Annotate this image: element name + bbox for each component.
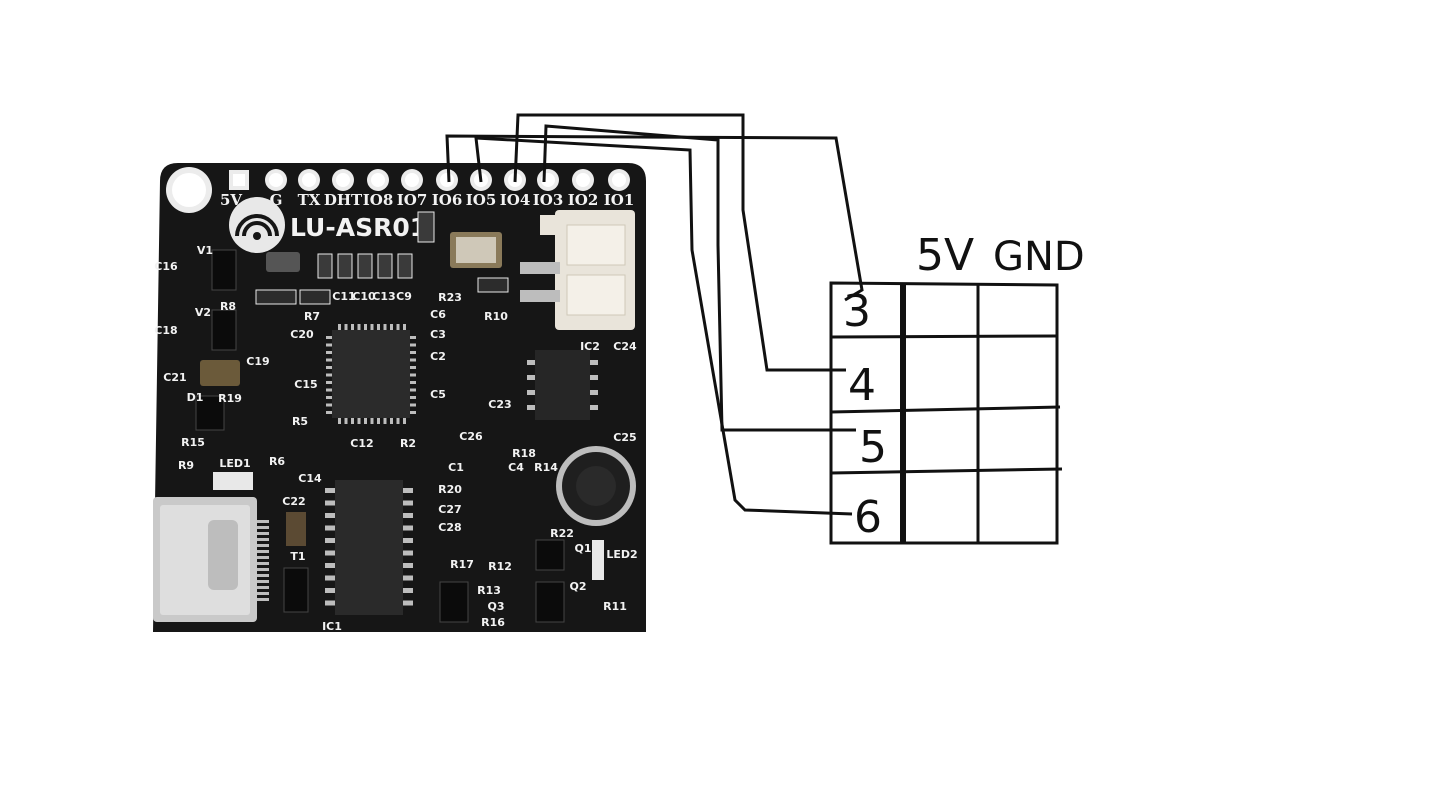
component-label: R23 — [438, 291, 462, 304]
component-label: C6 — [430, 308, 446, 321]
wires — [445, 113, 864, 516]
vcc-label: 5V — [916, 230, 974, 281]
component-label: C28 — [438, 521, 461, 534]
component-label: C22 — [282, 495, 305, 508]
component-label: C26 — [459, 430, 483, 443]
component-label: R17 — [450, 558, 474, 571]
ic1-chip — [325, 480, 413, 615]
header-pads — [229, 169, 630, 191]
component-label: C14 — [298, 472, 322, 485]
component-label: D1 — [187, 391, 204, 404]
component-label: V1 — [197, 244, 213, 257]
component-label: R10 — [484, 310, 508, 323]
component-label: IC1 — [322, 620, 342, 633]
misc-components — [195, 249, 604, 623]
microphone-icon — [556, 446, 636, 526]
pin-label: IO8 — [363, 191, 394, 209]
component-label: R7 — [304, 310, 320, 323]
terminal-grid — [829, 281, 1063, 545]
row-label: 4 — [848, 360, 876, 411]
pin-label: IO4 — [500, 191, 531, 209]
component-label: C18 — [154, 324, 177, 337]
pin-label: IO6 — [432, 191, 463, 209]
component-label: C25 — [613, 431, 636, 444]
component-label: C19 — [246, 355, 269, 368]
component-label: C2 — [430, 350, 446, 363]
component-label: Q3 — [487, 600, 504, 613]
component-label: C3 — [430, 328, 446, 341]
row-label: 5 — [859, 422, 887, 473]
wire-io6-row3 — [445, 134, 864, 302]
pin-label: TX — [298, 191, 321, 209]
component-label: R2 — [400, 437, 416, 450]
component-label: C15 — [294, 378, 317, 391]
component-label: Q2 — [569, 580, 586, 593]
component-label: R8 — [220, 300, 236, 313]
component-label: T1 — [290, 550, 305, 563]
pin-label: DHT — [324, 191, 363, 209]
component-label: R5 — [292, 415, 308, 428]
component-label: R18 — [512, 447, 536, 460]
component-label: R22 — [550, 527, 574, 540]
component-label: V2 — [195, 306, 211, 319]
component-label: C5 — [430, 388, 446, 401]
component-label: R20 — [438, 483, 462, 496]
component-label: C23 — [488, 398, 511, 411]
component-label: R12 — [488, 560, 512, 573]
component-label: C13 — [372, 290, 395, 303]
component-label: C12 — [350, 437, 373, 450]
component-label: R13 — [477, 584, 501, 597]
pin-label: IO7 — [397, 191, 428, 209]
component-label: C27 — [438, 503, 461, 516]
component-label: C20 — [290, 328, 314, 341]
component-label: C9 — [396, 290, 412, 303]
pin-label: 5V — [220, 191, 242, 209]
wire-io4-row4 — [513, 113, 846, 372]
component-label: C11 — [332, 290, 355, 303]
ic2-chip — [527, 350, 598, 420]
wifi-logo-icon — [229, 197, 285, 253]
component-label: C10 — [352, 290, 376, 303]
pin-label: IO3 — [533, 191, 564, 209]
component-label: LED2 — [606, 548, 637, 561]
component-label: R14 — [534, 461, 558, 474]
wire-io3-row5 — [542, 124, 856, 432]
component-label: R11 — [603, 600, 627, 613]
board-name: LU-ASR01 — [290, 213, 427, 242]
component-label: R6 — [269, 455, 285, 468]
gnd-label: GND — [993, 234, 1085, 280]
component-label: Q1 — [574, 542, 591, 555]
component-label: R9 — [178, 459, 194, 472]
component-label: R15 — [181, 436, 205, 449]
row-label: 6 — [854, 492, 882, 543]
pin-label: IO2 — [568, 191, 599, 209]
component-label: C21 — [163, 371, 186, 384]
top-resistor-row — [255, 211, 509, 305]
pin-label: IO1 — [604, 191, 635, 209]
component-label: C1 — [448, 461, 464, 474]
pin-label: IO5 — [466, 191, 497, 209]
component-label: C24 — [613, 340, 637, 353]
mcu-chip — [326, 324, 416, 424]
usb-c-port — [153, 497, 269, 622]
component-label: LED1 — [219, 457, 250, 470]
component-label: C16 — [154, 260, 178, 273]
component-label: IC2 — [580, 340, 600, 353]
component-label: R16 — [481, 616, 505, 629]
jst-connector — [520, 210, 635, 330]
component-label: C4 — [508, 461, 524, 474]
wire-io5-row6 — [474, 136, 853, 516]
component-label: R19 — [218, 392, 242, 405]
